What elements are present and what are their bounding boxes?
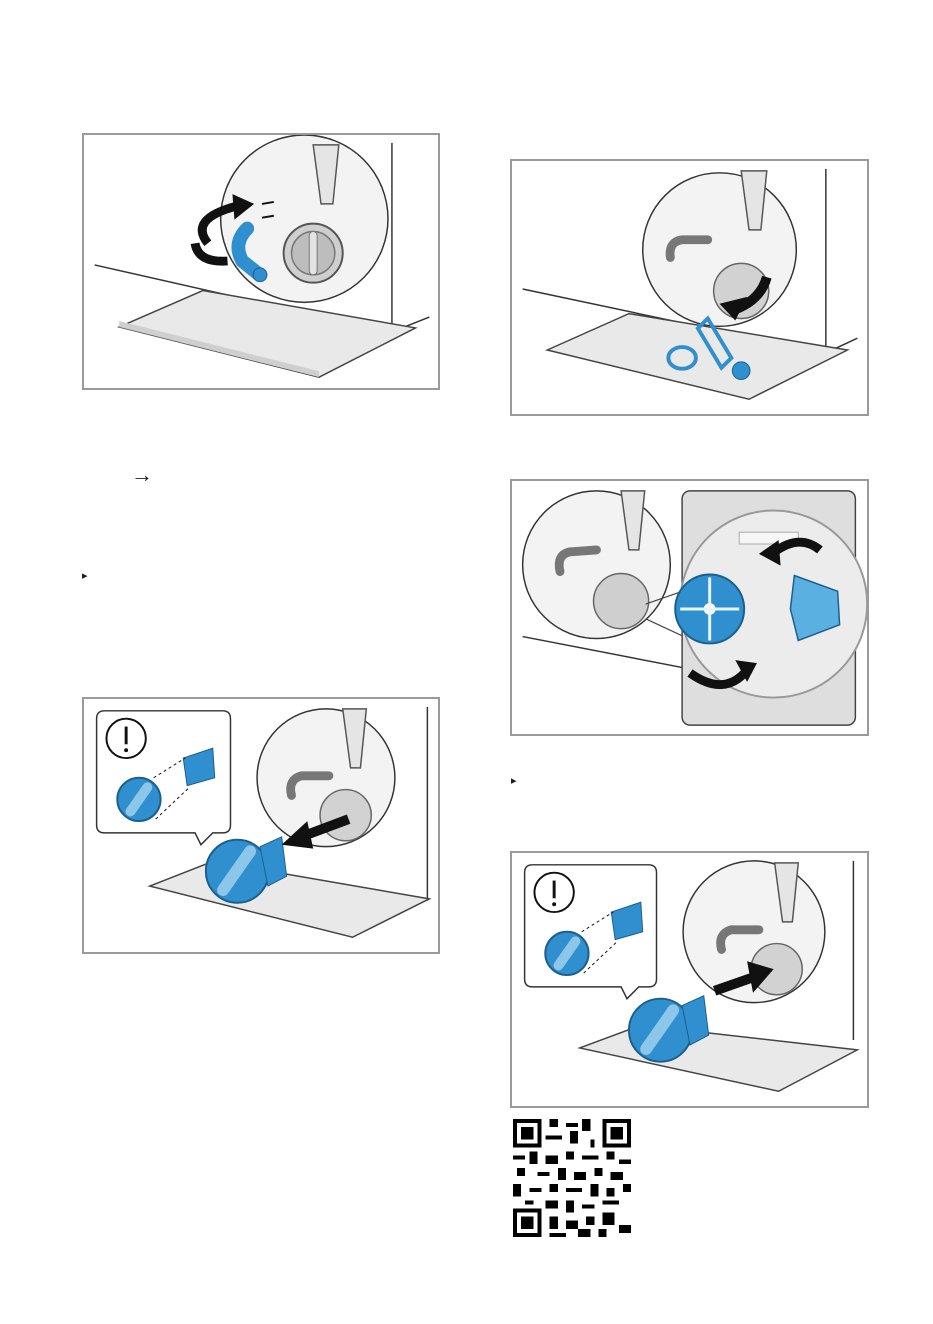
step-bullet: ▸ bbox=[82, 571, 88, 582]
insert-pump-cap-illustration bbox=[510, 851, 869, 1108]
step-bullet-right: ▸ bbox=[511, 776, 517, 787]
floor-line bbox=[523, 637, 685, 669]
towel-icon bbox=[580, 1025, 858, 1091]
fig2-svg bbox=[512, 161, 867, 414]
towel-icon bbox=[150, 861, 430, 937]
pump-opening bbox=[594, 574, 649, 629]
fig1-svg bbox=[84, 135, 438, 388]
remove-pump-cap-illustration bbox=[82, 697, 440, 954]
step-arrow-icon: → bbox=[131, 464, 153, 486]
button-icon bbox=[732, 362, 750, 380]
remove-foreign-objects-illustration bbox=[510, 159, 869, 416]
fig5-svg bbox=[512, 853, 867, 1106]
detail-circle bbox=[523, 491, 671, 639]
turn-pump-impeller-illustration bbox=[510, 479, 869, 736]
unscrew-drain-hose-illustration bbox=[82, 133, 440, 390]
fig3-svg bbox=[512, 481, 867, 734]
qr-code-icon bbox=[513, 1119, 631, 1237]
fig4-svg bbox=[84, 699, 438, 952]
